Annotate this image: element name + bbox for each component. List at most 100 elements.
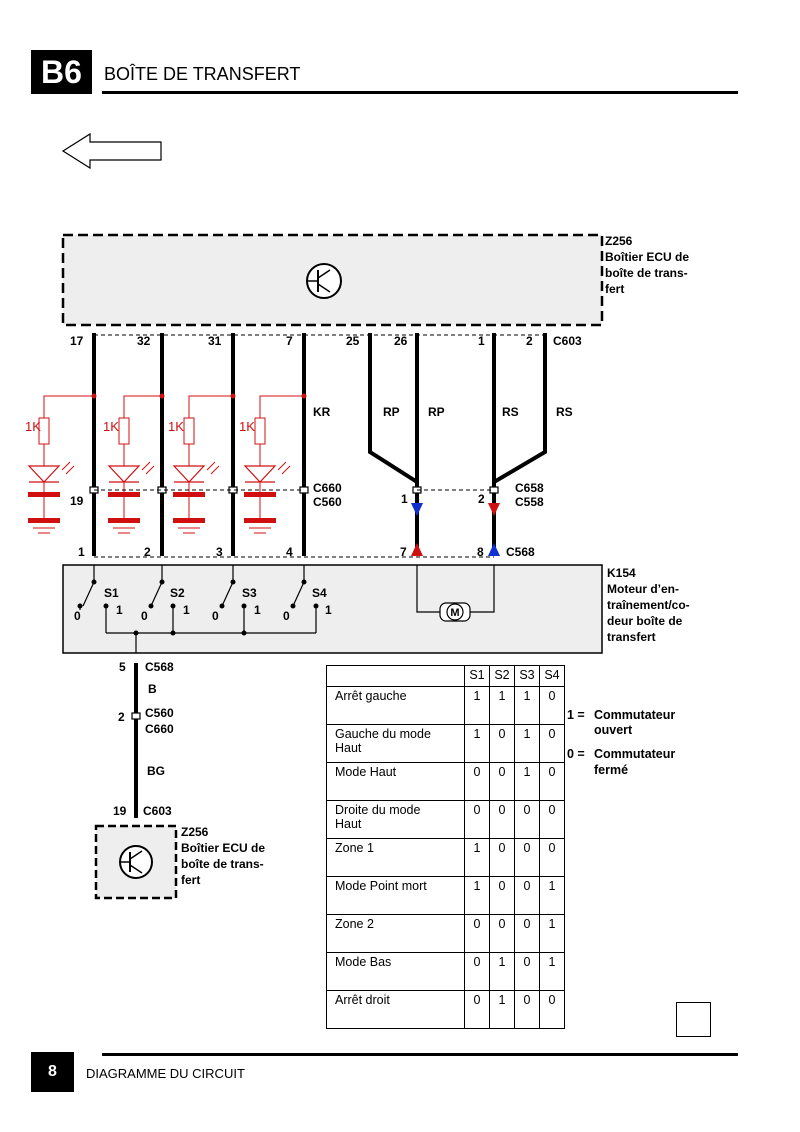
table-header-s2: S2	[489, 665, 515, 687]
blank-box	[676, 1002, 711, 1037]
conn-pin-19: 19	[70, 494, 84, 508]
left-arrow-icon[interactable]	[61, 132, 162, 170]
legend-one-key: 1 =	[567, 708, 585, 722]
ecu-bottom-desc-2: boîte de trans-	[181, 857, 264, 871]
mode-name-line-1: Gauche du mode	[335, 727, 431, 741]
switch-s2-label: S2	[170, 586, 185, 600]
page-title: BOÎTE DE TRANSFERT	[104, 64, 301, 84]
resistor-label-2: 1K	[103, 419, 119, 434]
switch-state-cell: 0	[514, 800, 540, 839]
switch-state-cell: 0	[539, 724, 565, 763]
mode-name-line-1: Zone 1	[335, 841, 374, 855]
switch-state-cell: 0	[539, 990, 565, 1029]
conn-c560: C560	[313, 495, 342, 509]
wire-color-rp-2: RP	[428, 405, 445, 419]
mode-name-line-2: Haut	[335, 741, 362, 755]
arrow-down-blue-icon	[411, 503, 423, 516]
switch-state-cell: 1	[539, 914, 565, 953]
mode-name-line-1: Mode Bas	[335, 955, 392, 969]
lower-c568: C568	[145, 660, 174, 674]
switch-state-cell: 0	[464, 990, 490, 1029]
switch-state-cell: 0	[489, 724, 515, 763]
module-pin-7: 7	[400, 545, 407, 559]
mode-name-cell: Zone 2	[326, 914, 465, 953]
ecu-top-desc-1: Boîtier ECU de	[605, 250, 689, 264]
ecu-pin-1: 1	[478, 334, 485, 348]
wire-rs	[492, 333, 547, 556]
lower-pin-2: 2	[118, 710, 125, 724]
switch-state-cell: 1	[489, 686, 515, 725]
module-desc-3: deur boîte de	[607, 614, 683, 628]
mode-name-line-1: Arrêt droit	[335, 993, 390, 1007]
ecu-top-desc-3: fert	[605, 282, 624, 296]
switch-s1-label: S1	[104, 586, 119, 600]
legend-one-text-1: Commutateur	[594, 708, 676, 722]
module-pin-4: 4	[286, 545, 293, 559]
mode-name-line-1: Mode Haut	[335, 765, 397, 779]
resistor-label-3: 1K	[168, 419, 184, 434]
table-header-s1: S1	[464, 665, 490, 687]
wire-color-rs-1: RS	[502, 405, 519, 419]
legend-one-text-2: ouvert	[594, 723, 633, 737]
mode-name-line-1: Droite du mode	[335, 803, 421, 817]
switch-state-cell: 0	[539, 686, 565, 725]
ecu-bottom-desc-1: Boîtier ECU de	[181, 841, 265, 855]
switch-s4-label: S4	[312, 586, 327, 600]
switch-s2-pos-1: 1	[183, 603, 190, 617]
transistor-icon-bottom	[119, 845, 153, 879]
mode-name-line-1: Zone 2	[335, 917, 374, 931]
mode-name-line-1: Mode Point mort	[335, 879, 427, 893]
switch-state-cell: 0	[489, 838, 515, 877]
mode-name-cell: Zone 1	[326, 838, 465, 877]
legend-zero-key: 0 =	[567, 747, 585, 761]
legend-zero-text-1: Commutateur	[594, 747, 676, 761]
wire-color-kr: KR	[313, 405, 331, 419]
switch-state-cell: 0	[464, 914, 490, 953]
switch-state-cell: 0	[464, 762, 490, 801]
mode-name-line-1: Arrêt gauche	[335, 689, 407, 703]
switch-state-cell: 0	[514, 990, 540, 1029]
switch-state-cell: 0	[514, 838, 540, 877]
switch-s2-pos-0: 0	[141, 609, 148, 623]
switch-state-cell: 1	[514, 724, 540, 763]
module-pin-1: 1	[78, 545, 85, 559]
switch-state-cell: 1	[464, 724, 490, 763]
ecu-top-desc-2: boîte de trans-	[605, 266, 688, 280]
footer-label: DIAGRAMME DU CIRCUIT	[86, 1066, 245, 1081]
module-desc-1: Moteur d’en-	[607, 582, 679, 596]
lower-color-b: B	[148, 682, 157, 696]
arrow-down-red-icon	[488, 503, 500, 516]
switch-s3-pos-1: 1	[254, 603, 261, 617]
ecu-bottom-id: Z256	[181, 825, 209, 839]
switch-s1-pos-0: 0	[74, 609, 81, 623]
switch-state-cell: 0	[464, 952, 490, 991]
switch-state-cell: 0	[514, 876, 540, 915]
switch-state-cell: 0	[489, 914, 515, 953]
header-rule	[102, 91, 738, 94]
table-header-s3: S3	[514, 665, 540, 687]
switch-state-cell: 1	[464, 876, 490, 915]
conn-c558: C558	[515, 495, 544, 509]
switch-s4-pos-1: 1	[325, 603, 332, 617]
module-pin-3: 3	[216, 545, 223, 559]
conn-c660: C660	[313, 481, 342, 495]
lower-color-bg: BG	[147, 764, 165, 778]
switch-state-cell: 1	[514, 686, 540, 725]
conn-c658: C658	[515, 481, 544, 495]
resistor-label-4: 1K	[239, 419, 255, 434]
wire-color-rp-1: RP	[383, 405, 400, 419]
table-header-row: S1 S2 S3 S4	[326, 665, 565, 687]
wire-rp	[368, 333, 419, 556]
module-pin-2: 2	[144, 545, 151, 559]
ecu-bottom-desc-3: fert	[181, 873, 200, 887]
ecu-pin-32: 32	[137, 334, 151, 348]
table-header-blank	[326, 665, 465, 687]
wire-color-rs-2: RS	[556, 405, 573, 419]
mode-name-cell: Arrêt droit	[326, 990, 465, 1029]
